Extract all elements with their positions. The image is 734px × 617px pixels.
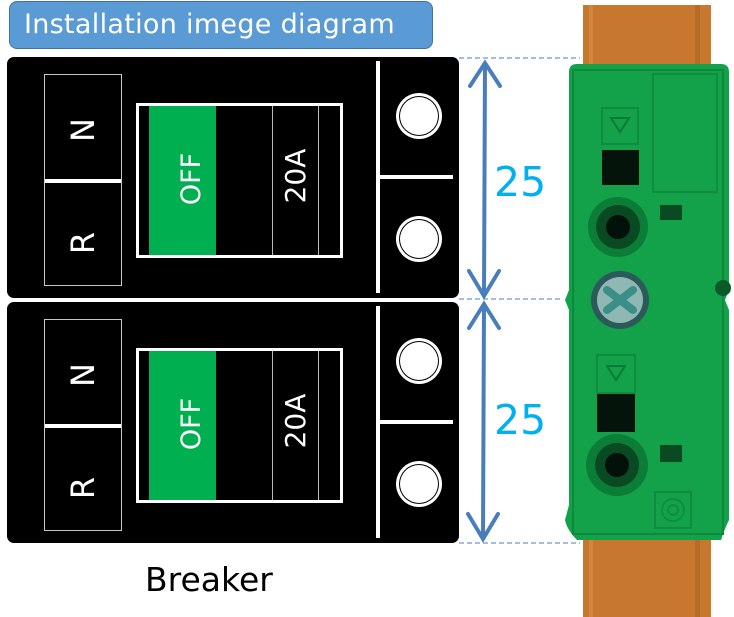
rating-box: 20A [272,351,319,500]
dimension-label: 25 [494,158,547,206]
arrow-down-icon [605,365,627,382]
terminal-screw-icon [400,342,438,380]
terminal-screw-icon [400,465,438,503]
breaker-diagram: N R OFF 20A [7,57,459,298]
terminal-screw-icon [400,97,438,135]
divider [45,179,121,183]
breaker-caption: Breaker [145,560,273,599]
rating-box: 20A [272,106,319,255]
breaker-switch: OFF 20A [136,103,343,258]
dimension-arrow-2 [466,300,501,543]
divider [45,424,121,428]
terminal-label-box: N R [44,319,122,531]
terminal-label-box: N R [44,74,122,286]
breaker-diagram: N R OFF 20A [7,302,459,543]
diagram-title: Installation imege diagram [9,1,433,49]
divider [376,175,453,179]
dimension-arrow-1 [467,59,502,300]
arrow-down-icon [609,117,631,134]
busbar-holder-photo [565,5,731,617]
dimension-label: 25 [494,396,547,444]
terminal-screw-icon [400,220,438,258]
breaker-switch: OFF 20A [136,348,343,503]
ground-symbol-icon [661,498,685,522]
switch-lever: OFF [149,106,216,255]
switch-lever: OFF [149,351,216,500]
divider [376,420,453,424]
